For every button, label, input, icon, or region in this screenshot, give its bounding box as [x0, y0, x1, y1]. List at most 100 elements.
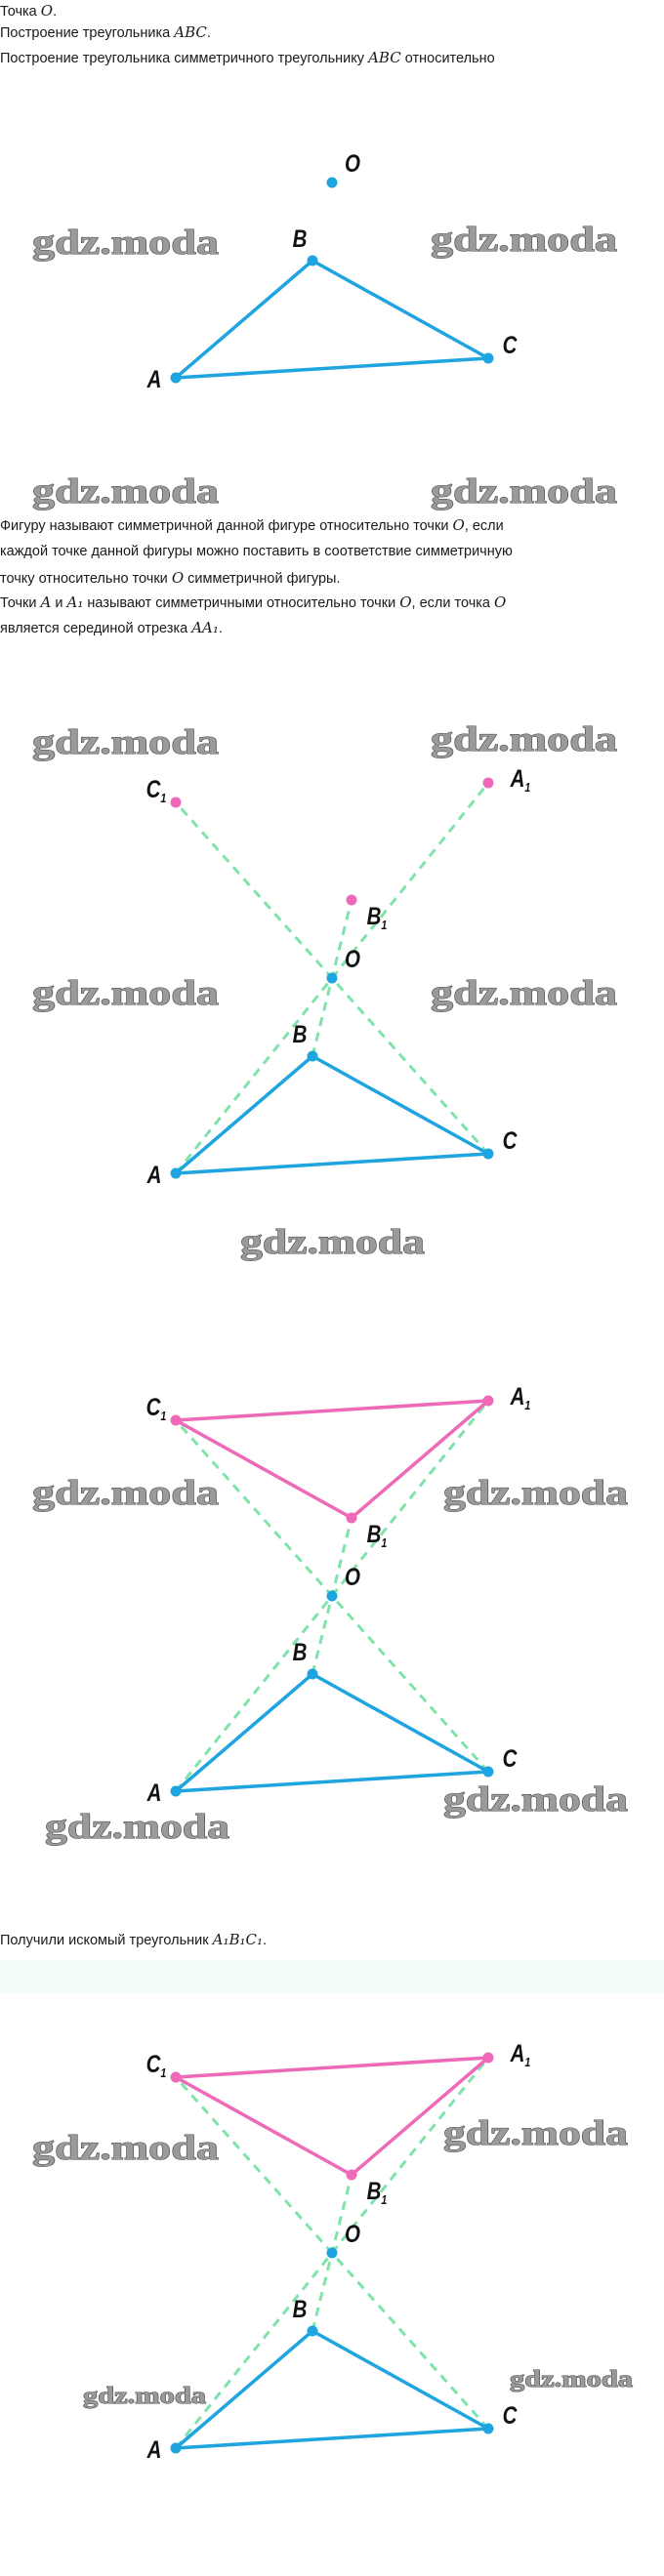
- point-a: [170, 2442, 182, 2454]
- point-b1: [346, 1512, 357, 1524]
- point-label-c: C: [503, 2401, 518, 2429]
- text: .: [263, 1933, 268, 1948]
- point-label-b: B: [293, 1020, 308, 1047]
- label-subscript: 1: [524, 1398, 530, 1412]
- text: каждой точке данной фигуры можно постави…: [0, 544, 513, 559]
- math: O: [399, 593, 412, 611]
- text: симметричной фигуры.: [184, 571, 341, 587]
- math: AA₁: [191, 619, 219, 636]
- point-c: [482, 1148, 494, 1160]
- text: называют симметричными относительно точк…: [83, 595, 400, 611]
- label-letter: B: [293, 225, 308, 252]
- definition-line-3: точку относительно точки O симметричной …: [0, 568, 341, 589]
- point-b1: [346, 2169, 357, 2181]
- definition-line-2: каждой точке данной фигуры можно постави…: [0, 542, 513, 561]
- label-letter: B: [293, 2295, 308, 2322]
- text: , если: [464, 518, 504, 534]
- text: Построение треугольника: [0, 25, 175, 41]
- point-b: [307, 1050, 318, 1062]
- label-letter: C: [146, 2050, 161, 2077]
- label-letter: O: [345, 945, 360, 972]
- figure-4: [170, 2052, 494, 2454]
- label-letter: A: [146, 365, 162, 392]
- point-o: [326, 972, 338, 984]
- label-letter: O: [345, 1563, 360, 1590]
- watermark: gdz.moda: [45, 1807, 229, 1846]
- label-letter: C: [503, 1126, 518, 1154]
- point-label-b: B: [293, 225, 308, 252]
- triangle-abc: [174, 2329, 490, 2450]
- math: ABC: [174, 23, 207, 41]
- watermark: gdz.moda: [32, 471, 219, 511]
- label-letter: C: [146, 775, 161, 802]
- label-letter: A: [146, 2435, 162, 2463]
- point-a: [170, 1167, 182, 1179]
- label-subscript: 1: [160, 791, 166, 805]
- math: O: [452, 516, 465, 534]
- label-subscript: 1: [160, 2065, 166, 2080]
- point-a1: [482, 777, 494, 789]
- watermark: gdz.moda: [240, 1222, 425, 1261]
- label-subscript: 1: [524, 780, 530, 795]
- label-letter: O: [345, 149, 360, 177]
- point-label-a: A: [146, 365, 162, 392]
- point-label-o: O: [345, 945, 360, 972]
- point-a: [170, 1785, 182, 1797]
- figure-3: [170, 1395, 494, 1797]
- point-a1: [482, 2052, 494, 2064]
- label-letter: C: [503, 2401, 518, 2429]
- point-b: [307, 255, 318, 266]
- watermark: gdz.moda: [443, 1473, 628, 1512]
- label-letter: A: [510, 2039, 525, 2066]
- label-letter: C: [146, 1393, 161, 1420]
- label-letter: B: [367, 902, 382, 929]
- text: точку относительно точки: [0, 571, 172, 587]
- watermark: gdz.moda: [443, 1779, 628, 1819]
- label-letter: A: [146, 1779, 162, 1806]
- definition-line-5: является серединой отрезка AA₁.: [0, 618, 223, 638]
- point-label-c: C: [503, 1744, 518, 1772]
- label-letter: C: [503, 1744, 518, 1772]
- point-c1: [170, 1414, 182, 1426]
- text: относительно: [400, 51, 495, 66]
- watermark: gdz.moda: [443, 2113, 628, 2152]
- label-letter: C: [503, 331, 518, 358]
- point-c1: [170, 2071, 182, 2083]
- definition-line-4: Точки A и A₁ называют симметричными отно…: [0, 593, 506, 613]
- triangle-a1b1c1: [174, 1399, 490, 1520]
- text: Получили искомый треугольник: [0, 1933, 213, 1948]
- point-c: [482, 352, 494, 364]
- text-build-symmetric: Построение треугольника симметричного тр…: [0, 48, 495, 68]
- point-b: [307, 1668, 318, 1680]
- math: ABC: [368, 49, 401, 66]
- triangle-a1b1c1: [174, 2056, 490, 2177]
- watermark: gdz.moda: [510, 2367, 633, 2392]
- text: является серединой отрезка: [0, 621, 192, 636]
- watermark: gdz.moda: [431, 973, 617, 1012]
- triangle-abc: [174, 1672, 490, 1793]
- point-label-o: O: [345, 2220, 360, 2247]
- point-c: [482, 2423, 494, 2434]
- point-label-b: B: [293, 2295, 308, 2322]
- label-subscript: 1: [381, 918, 387, 932]
- label-letter: B: [293, 1020, 308, 1047]
- watermark: gdz.moda: [32, 223, 219, 262]
- text: Точки: [0, 595, 41, 611]
- text: .: [206, 25, 211, 41]
- watermark: gdz.moda: [83, 2384, 206, 2409]
- label-letter: B: [367, 2177, 382, 2204]
- watermark: gdz.moda: [431, 719, 617, 758]
- label-subscript: 1: [524, 2055, 530, 2069]
- math: A₁B₁C₁: [212, 1931, 264, 1948]
- text-point-o: Точка O.: [0, 1, 57, 21]
- watermark: gdz.moda: [32, 2128, 219, 2167]
- point-b1: [346, 894, 357, 906]
- label-letter: B: [293, 1638, 308, 1665]
